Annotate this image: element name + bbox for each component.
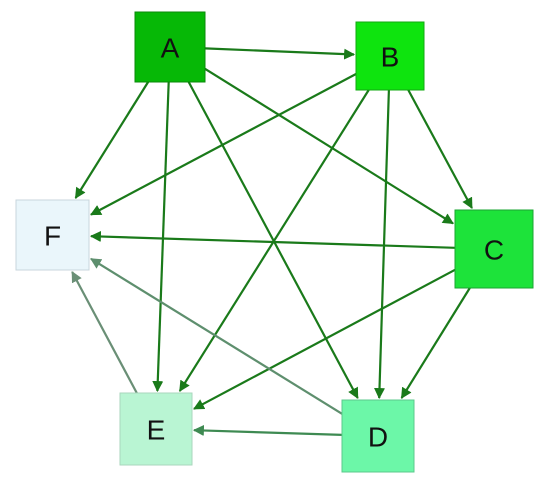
node-b: B: [355, 21, 425, 91]
edge-b-to-c: [407, 89, 473, 209]
edge-c-to-f: [89, 231, 456, 249]
node-layer: A B C D E F: [15, 11, 534, 473]
edge-e-to-f: [71, 271, 138, 394]
edge-layer: [71, 47, 473, 437]
node-label-c: C: [484, 235, 504, 266]
node-box-e: [119, 392, 193, 466]
edge-b-to-f: [90, 73, 357, 216]
edge-a-to-d: [187, 81, 359, 399]
node-c: C: [454, 209, 534, 289]
node-box-f: [15, 199, 90, 271]
node-label-d: D: [368, 422, 388, 453]
edge-a-to-c: [204, 67, 454, 225]
node-box-b: [355, 21, 425, 91]
edge-c-to-d: [400, 287, 471, 399]
edge-c-to-e: [193, 268, 456, 410]
node-f: F: [15, 199, 90, 271]
node-d: D: [341, 399, 415, 473]
edge-a-to-b: [204, 47, 356, 60]
node-box-d: [341, 399, 415, 473]
node-box-a: [134, 11, 206, 83]
node-label-a: A: [161, 33, 180, 64]
node-label-e: E: [147, 415, 166, 446]
edge-b-to-d: [374, 89, 390, 400]
edge-b-to-e: [178, 89, 370, 392]
node-label-b: B: [381, 42, 400, 73]
edge-a-to-e: [152, 81, 170, 393]
edge-d-to-e: [192, 425, 343, 437]
node-a: A: [134, 11, 206, 83]
edge-a-to-f: [74, 81, 150, 199]
edge-d-to-f: [90, 257, 343, 415]
node-e: E: [119, 392, 193, 466]
node-box-c: [454, 209, 534, 289]
node-label-f: F: [44, 221, 61, 252]
